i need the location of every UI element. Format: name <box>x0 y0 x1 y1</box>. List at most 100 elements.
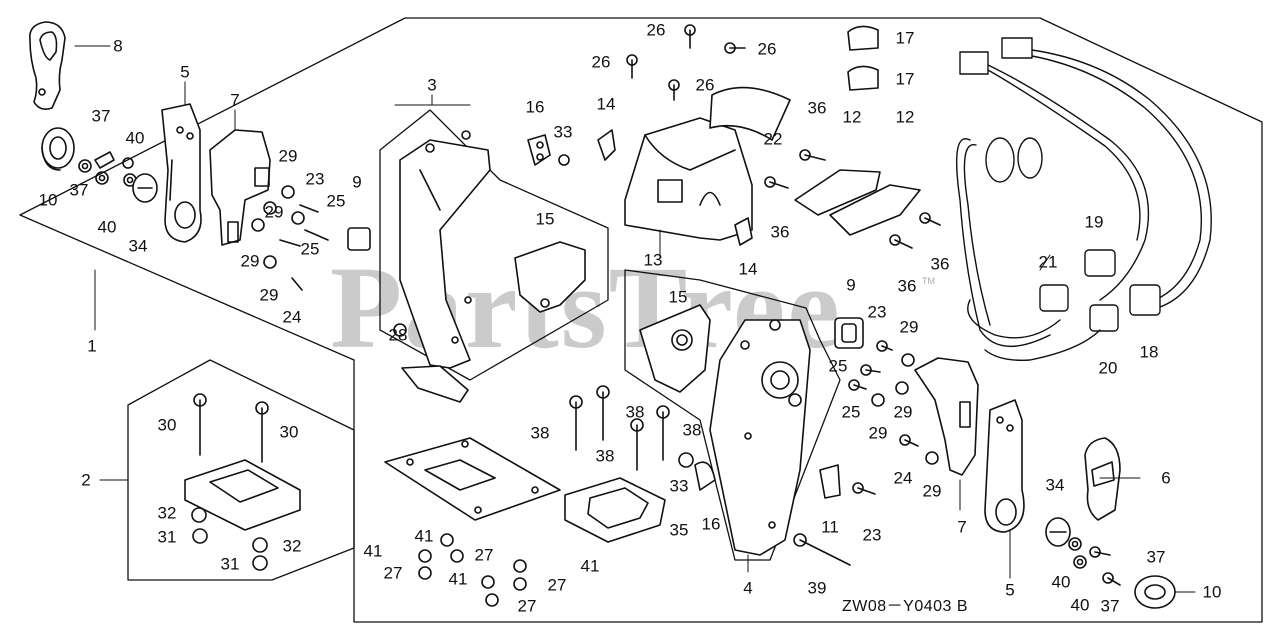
plate-3-shape <box>393 130 491 403</box>
callout-30-a: 30 <box>157 415 177 435</box>
callout-7-left: 7 <box>230 90 240 110</box>
callout-23-left: 23 <box>305 169 325 189</box>
shield-22 <box>709 86 791 141</box>
callout-37-a: 37 <box>91 106 111 126</box>
callout-29-d: 29 <box>259 285 279 305</box>
callout-12-a: 12 <box>842 107 862 127</box>
callout-29-a: 29 <box>278 146 298 166</box>
clips-17 <box>847 25 879 91</box>
callout-36-b: 36 <box>770 222 790 242</box>
callout-41-d: 41 <box>448 569 468 589</box>
callout-3: 3 <box>427 75 437 95</box>
callout-14-lower: 14 <box>738 259 758 279</box>
callout-26-b: 26 <box>757 39 777 59</box>
callout-23-right-upper: 23 <box>867 302 887 322</box>
wiring-harness <box>956 37 1212 361</box>
callout-27-d: 27 <box>517 596 537 616</box>
callout-13: 13 <box>643 250 663 270</box>
callout-11: 11 <box>821 517 839 537</box>
callout-26-d: 26 <box>695 75 715 95</box>
leader-lines <box>74 45 1196 593</box>
callout-1: 1 <box>87 336 97 356</box>
callout-15-upper: 15 <box>535 209 555 229</box>
bracket-15-upper <box>514 241 586 313</box>
callout-27-b: 27 <box>383 563 403 583</box>
callout-37-c: 37 <box>1146 547 1166 567</box>
callout-5-right: 5 <box>1005 580 1015 600</box>
callout-41-b: 41 <box>363 541 383 561</box>
callout-37-d: 37 <box>1100 596 1120 616</box>
clip-16-upper <box>527 134 570 166</box>
cover-7-right <box>914 357 979 476</box>
clips-14 <box>597 129 753 246</box>
callout-10-left: 10 <box>38 190 58 210</box>
bushing-10-right <box>1134 575 1176 609</box>
callout-27-c: 27 <box>547 575 567 595</box>
small-bolts-26 <box>626 24 746 101</box>
spacer-2 <box>184 393 301 571</box>
callout-15-lower: 15 <box>668 287 688 307</box>
brackets-12 <box>794 169 921 236</box>
callout-16-upper: 16 <box>525 97 545 117</box>
callout-25-c: 25 <box>828 356 848 376</box>
cover-7-left <box>209 129 271 246</box>
callout-5-left: 5 <box>180 62 190 82</box>
callout-29-b: 29 <box>264 202 284 222</box>
callout-27-a: 27 <box>474 545 494 565</box>
callout-26-c: 26 <box>591 52 611 72</box>
callout-33-b: 33 <box>669 476 689 496</box>
callout-41-c: 41 <box>580 556 600 576</box>
callout-34-b: 34 <box>1045 475 1065 495</box>
callout-10-right: 10 <box>1202 582 1222 602</box>
callout-38-b: 38 <box>530 423 550 443</box>
callout-23-right-lower: 23 <box>862 525 882 545</box>
callout-29-e: 29 <box>899 317 919 337</box>
callout-4: 4 <box>743 578 753 598</box>
washers-left <box>78 151 158 203</box>
callout-24-right: 24 <box>893 468 913 488</box>
lever-5-left <box>161 103 202 243</box>
callout-12-b: 12 <box>895 107 915 127</box>
callout-36-a: 36 <box>807 98 827 118</box>
callout-34-a: 34 <box>128 236 148 256</box>
callout-16-lower: 16 <box>701 514 721 534</box>
diagram-code: ZW08－Y0403 B <box>842 598 969 615</box>
bolts-right-group <box>819 340 939 499</box>
callout-38-d: 38 <box>595 446 615 466</box>
callout-32-b: 32 <box>282 536 302 556</box>
callout-25-a: 25 <box>326 191 346 211</box>
callout-17-a: 17 <box>895 28 915 48</box>
callout-21: 21 <box>1038 252 1058 272</box>
handle-8-shape <box>28 21 66 110</box>
lever-5-right <box>984 399 1025 533</box>
callout-37-b: 37 <box>69 180 89 200</box>
callout-26-a: 26 <box>646 20 666 40</box>
seal-9-right <box>834 317 864 349</box>
callout-6: 6 <box>1161 468 1171 488</box>
callout-9-left: 9 <box>352 172 362 192</box>
handle-6 <box>1084 437 1121 521</box>
callout-25-d: 25 <box>841 402 861 422</box>
callout-40-b: 40 <box>97 217 117 237</box>
screws-38 <box>569 385 670 471</box>
callout-24-left: 24 <box>282 307 302 327</box>
callout-8: 8 <box>113 36 123 56</box>
callout-40-d: 40 <box>1070 595 1090 615</box>
clip-16-lower <box>678 452 716 491</box>
callout-41-a: 41 <box>414 526 434 546</box>
bolts-left <box>251 185 371 291</box>
callout-20: 20 <box>1098 358 1118 378</box>
callout-39: 39 <box>807 578 827 598</box>
callout-35: 35 <box>669 520 689 540</box>
callout-19: 19 <box>1084 212 1104 232</box>
assembly-frame <box>19 17 1263 623</box>
callout-40-c: 40 <box>1051 572 1071 592</box>
callout-29-c: 29 <box>240 251 260 271</box>
callout-17-b: 17 <box>895 69 915 89</box>
callout-7-right: 7 <box>957 517 967 537</box>
callout-28: 28 <box>388 325 408 345</box>
callout-30-b: 30 <box>279 422 299 442</box>
gasket-sheet <box>384 437 561 521</box>
